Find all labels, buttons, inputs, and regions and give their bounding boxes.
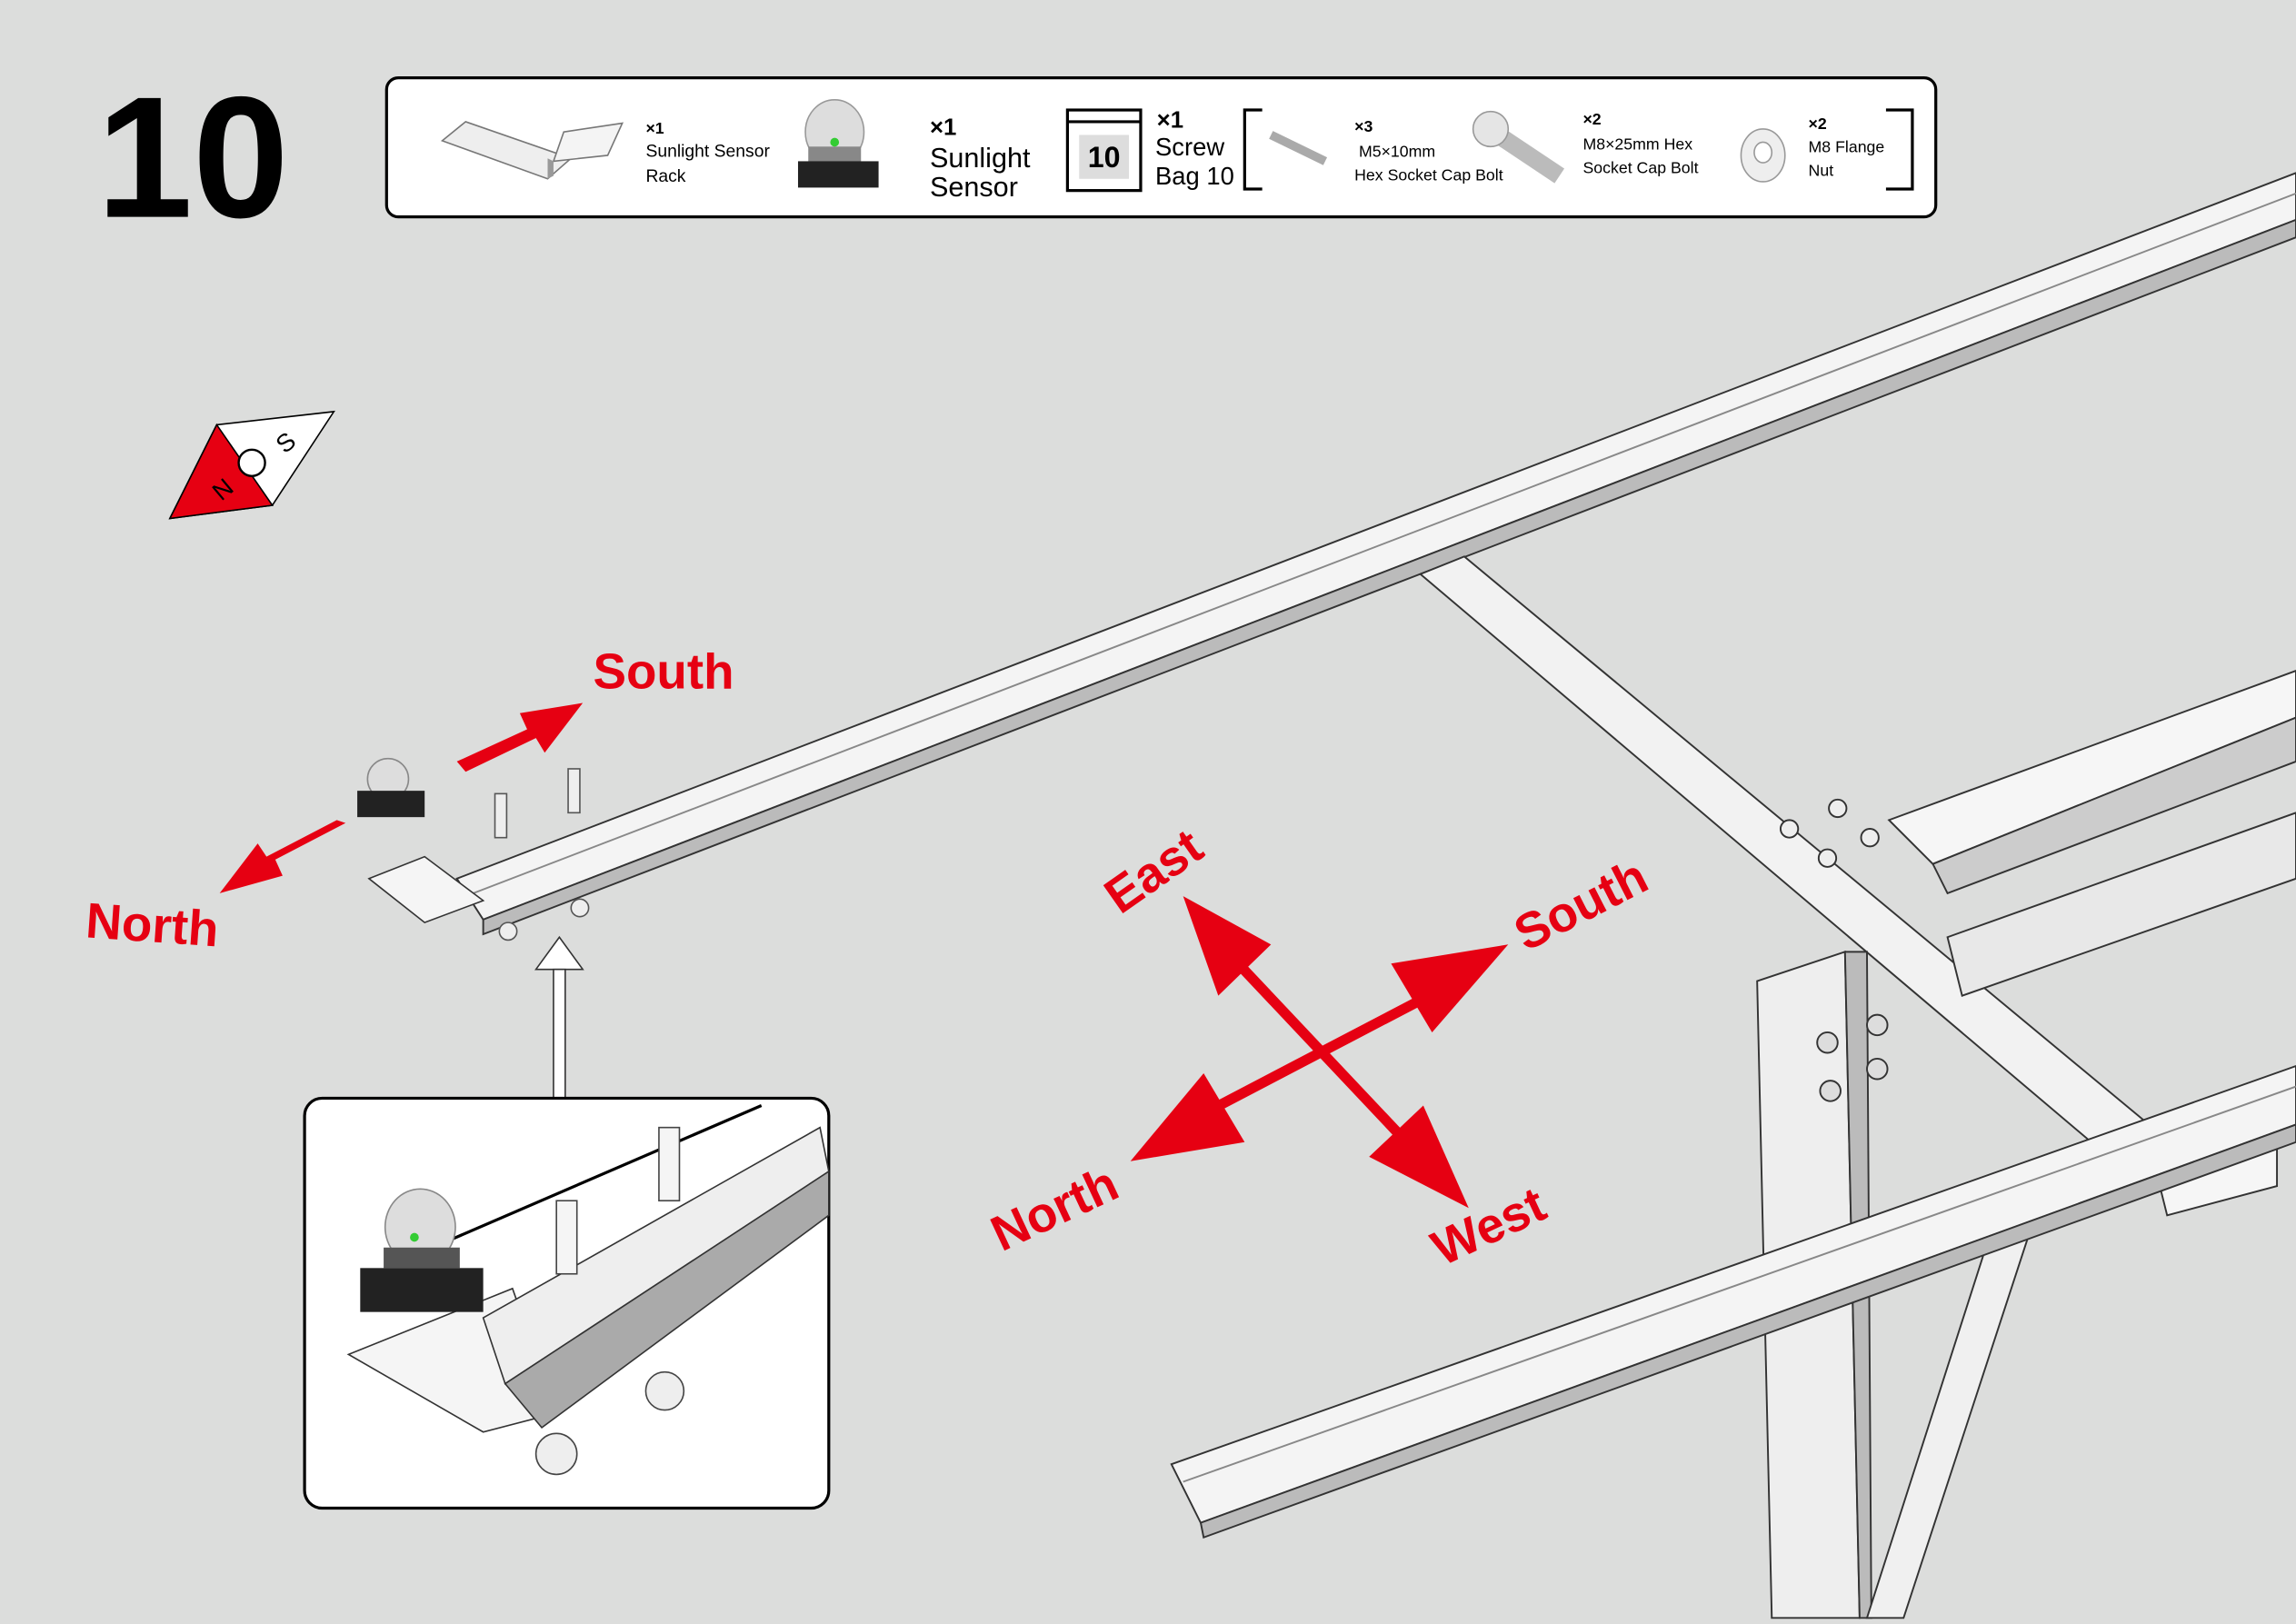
parts-list: ×1 Sunlight Sensor Rack ×1 Sunlight Sens… bbox=[384, 75, 1938, 219]
part-qty: ×2 bbox=[1582, 110, 1601, 128]
part-name: Bag 10 bbox=[1155, 162, 1234, 190]
arrow-north bbox=[1130, 1073, 1245, 1161]
sunlight-sensor-icon bbox=[797, 98, 879, 188]
part-name: Rack bbox=[645, 167, 685, 186]
m8-bolt-icon bbox=[1472, 110, 1565, 184]
label-north-small: North bbox=[85, 892, 221, 957]
arrow-north-small bbox=[219, 820, 346, 893]
arrow-east bbox=[1183, 896, 1272, 996]
part-qty: ×1 bbox=[645, 119, 664, 137]
bracket-open bbox=[1243, 108, 1263, 191]
part-qty: ×1 bbox=[1157, 107, 1183, 133]
bag-number: 10 bbox=[1088, 141, 1121, 174]
detail-inset bbox=[303, 1096, 831, 1510]
m5-bolt-icon bbox=[1269, 131, 1328, 165]
part-name: Nut bbox=[1809, 162, 1834, 180]
part-name: Sunlight Sensor bbox=[645, 143, 770, 162]
arrow-south bbox=[1391, 944, 1509, 1032]
direction-arrows bbox=[219, 702, 1509, 1209]
arrow-west bbox=[1369, 1105, 1469, 1209]
part-name: Screw bbox=[1155, 133, 1224, 161]
part-name: Sensor bbox=[930, 172, 1018, 203]
flange-nut-icon bbox=[1740, 128, 1786, 183]
part-name: Socket Cap Bolt bbox=[1582, 158, 1698, 176]
part-name: M8 Flange bbox=[1809, 138, 1885, 156]
sensor-rack-icon bbox=[440, 121, 624, 180]
label-south-small: South bbox=[593, 643, 734, 699]
step-number: 10 bbox=[96, 62, 288, 254]
part-name: Sunlight bbox=[930, 143, 1031, 174]
compass-indicator: N S bbox=[168, 410, 335, 520]
part-qty: ×3 bbox=[1354, 117, 1373, 135]
part-name: M8×25mm Hex bbox=[1582, 135, 1692, 154]
part-qty: ×2 bbox=[1809, 115, 1827, 133]
screw-bag-icon: 10 bbox=[1065, 108, 1143, 193]
arrow-south-small bbox=[456, 702, 584, 772]
part-qty: ×1 bbox=[930, 115, 956, 140]
sensor-mount-explode bbox=[357, 757, 590, 1100]
bracket-close bbox=[1885, 108, 1914, 191]
part-name: Hex Socket Cap Bolt bbox=[1354, 165, 1503, 184]
part-name: M5×10mm bbox=[1359, 143, 1435, 161]
solar-frame-rails bbox=[455, 172, 2296, 1619]
